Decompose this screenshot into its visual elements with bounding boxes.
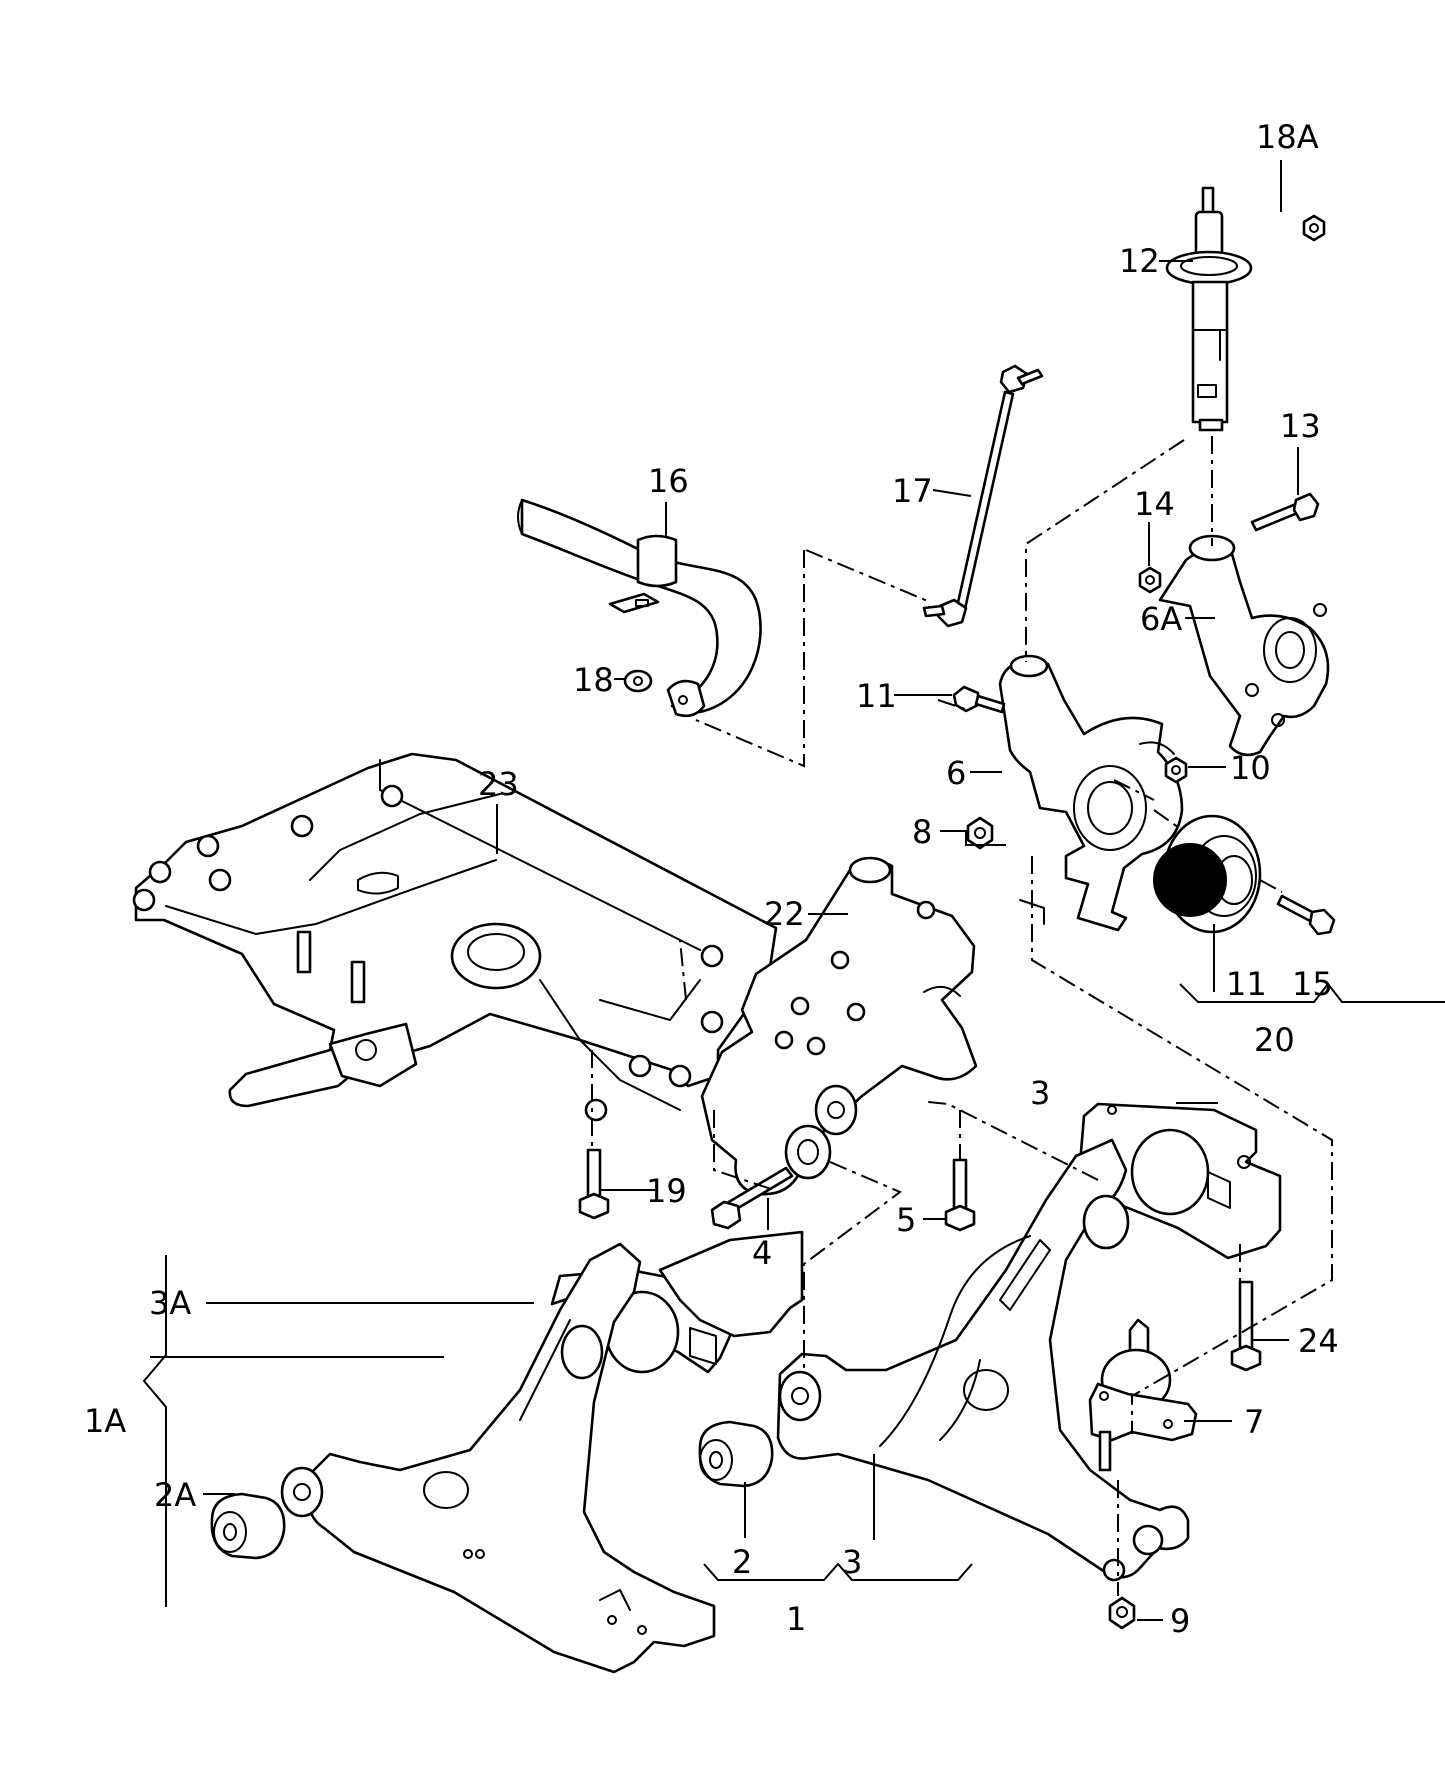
label-12: 12 [1119, 242, 1160, 280]
bolt-15 [1276, 894, 1336, 936]
label-2: 2 [732, 1543, 752, 1581]
label-24: 24 [1298, 1322, 1339, 1360]
label-13: 13 [1280, 407, 1321, 445]
stabilizer-bar [517, 498, 762, 718]
bolt-24 [1230, 1280, 1262, 1372]
bonded-rubber-bush-3 [1076, 1102, 1282, 1260]
bolt-4 [710, 1166, 794, 1230]
subframe [132, 752, 778, 1122]
label-3A: 3A [149, 1284, 191, 1322]
wishbone-right [776, 1138, 1190, 1582]
label-18A: 18A [1256, 118, 1319, 156]
coupling-rod [922, 364, 1044, 628]
nut-9 [1108, 1596, 1136, 1630]
label-3-lower: 3 [842, 1543, 862, 1581]
label-17: 17 [892, 472, 933, 510]
nut-8 [966, 816, 994, 850]
label-18: 18 [573, 661, 614, 699]
label-20: 20 [1254, 1021, 1295, 1059]
label-11-upper: 11 [856, 677, 897, 715]
wishbone-left [280, 1230, 804, 1674]
label-6: 6 [946, 754, 966, 792]
label-1A: 1A [84, 1402, 126, 1440]
rubber-bush-2A [210, 1492, 286, 1560]
leader-lines [150, 160, 1299, 1621]
label-7: 7 [1244, 1403, 1264, 1441]
label-16: 16 [648, 462, 689, 500]
bolt-11a [952, 685, 1006, 714]
label-8: 8 [912, 813, 932, 851]
rubber-bush-2 [698, 1420, 774, 1488]
label-4: 4 [752, 1234, 772, 1272]
nut-18 [623, 669, 653, 693]
wheel-bearing-housing-6A [1158, 534, 1330, 757]
group-brackets [142, 982, 1445, 1607]
bolt-13 [1250, 492, 1320, 532]
subframe-bracket [700, 856, 978, 1196]
label-14: 14 [1134, 485, 1175, 523]
label-23: 23 [478, 765, 519, 803]
ball-joint [1088, 1318, 1198, 1472]
label-6A: 6A [1140, 600, 1182, 638]
label-15: 15 [1292, 965, 1333, 1003]
wheel-hub [1153, 814, 1262, 934]
label-19: 19 [646, 1172, 687, 1210]
assembly-lines [591, 436, 1333, 1596]
nut-10 [1164, 756, 1188, 784]
label-11-lower: 11 [1226, 965, 1267, 1003]
label-5: 5 [896, 1201, 916, 1239]
callout-labels: 18A 12 13 14 6A 16 17 18 11 6 10 8 23 22… [84, 118, 1339, 1640]
bolt-5 [944, 1158, 976, 1232]
label-9: 9 [1170, 1602, 1190, 1640]
label-2A: 2A [154, 1476, 196, 1514]
bolt-19 [578, 1148, 610, 1220]
nut-14 [1138, 566, 1162, 594]
wheel-bearing-housing-6 [998, 654, 1184, 932]
label-22: 22 [764, 895, 805, 933]
label-1: 1 [786, 1600, 806, 1638]
nut-18A [1302, 214, 1326, 242]
label-3-upper: 3 [1030, 1074, 1050, 1112]
label-10: 10 [1230, 749, 1271, 787]
strut-assembly [1165, 186, 1253, 432]
